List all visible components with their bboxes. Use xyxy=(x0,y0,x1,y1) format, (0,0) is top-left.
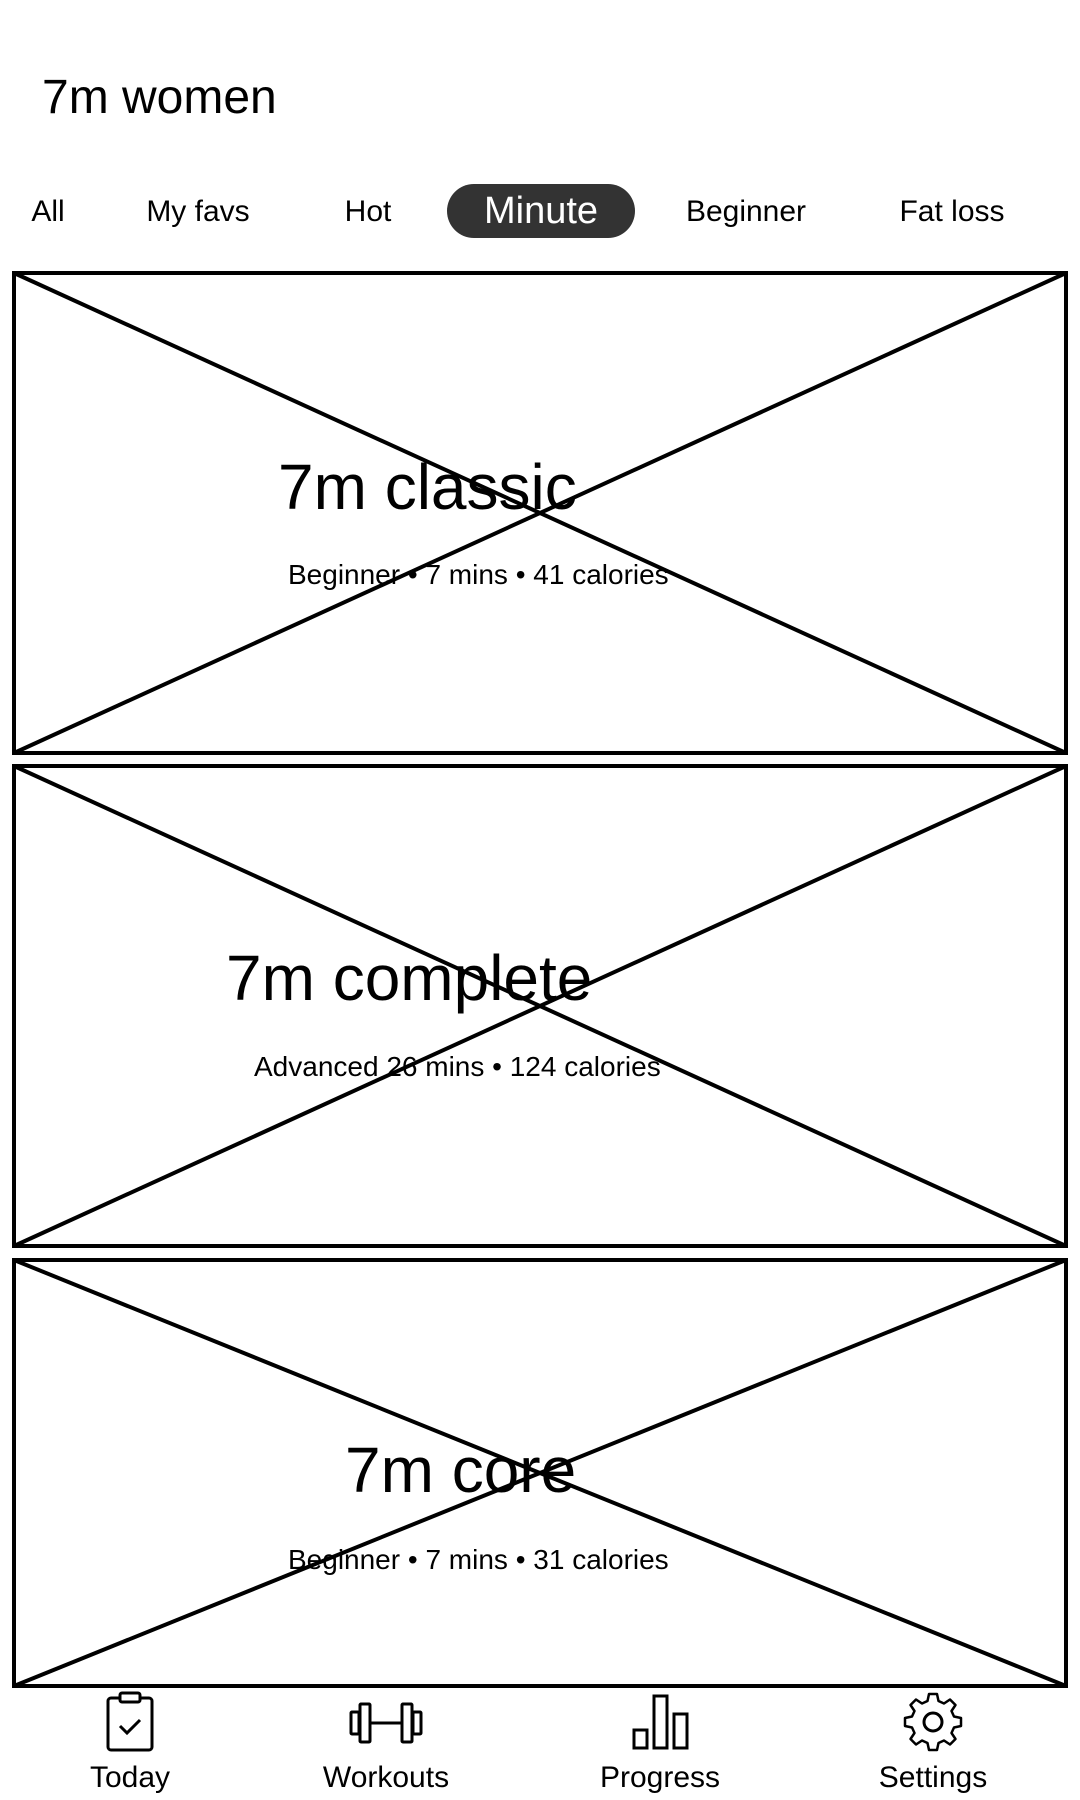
gear-icon xyxy=(903,1692,963,1752)
workout-card-complete[interactable]: 7m complete Advanced 26 mins • 124 calor… xyxy=(12,764,1068,1248)
tab-minute[interactable]: Minute xyxy=(447,184,635,238)
tab-all[interactable]: All xyxy=(31,195,65,228)
nav-item-progress[interactable]: Progress xyxy=(570,1684,750,1800)
nav-item-settings[interactable]: Settings xyxy=(843,1684,1023,1800)
bottom-navigation: Today Workouts Progress Settings xyxy=(0,1684,1080,1800)
nav-label-today: Today xyxy=(89,1761,171,1794)
nav-label-progress: Progress xyxy=(599,1761,721,1794)
bar-chart-icon xyxy=(632,1694,689,1750)
nav-item-today[interactable]: Today xyxy=(40,1684,220,1800)
tab-beginner[interactable]: Beginner xyxy=(685,195,807,228)
image-placeholder xyxy=(12,271,1068,755)
workout-card-core[interactable]: 7m core Beginner • 7 mins • 31 calories xyxy=(12,1258,1068,1688)
workout-card-classic[interactable]: 7m classic Beginner • 7 mins • 41 calori… xyxy=(12,271,1068,755)
workout-meta: Beginner • 7 mins • 31 calories xyxy=(288,1544,669,1575)
clipboard-check-icon xyxy=(106,1691,154,1752)
workout-title: 7m classic xyxy=(278,451,577,523)
tab-hot[interactable]: Hot xyxy=(344,195,392,228)
image-placeholder xyxy=(12,764,1068,1248)
tab-fat-loss[interactable]: Fat loss xyxy=(899,195,1005,228)
workout-meta: Advanced 26 mins • 124 calories xyxy=(254,1051,661,1082)
nav-label-settings: Settings xyxy=(878,1761,988,1794)
nav-item-workouts[interactable]: Workouts xyxy=(296,1684,476,1800)
page-title: 7m women xyxy=(42,71,277,124)
dumbbell-icon xyxy=(349,1702,423,1744)
tab-my-favs[interactable]: My favs xyxy=(146,195,250,228)
workout-title: 7m complete xyxy=(226,942,593,1014)
workout-title: 7m core xyxy=(345,1434,577,1506)
nav-label-workouts: Workouts xyxy=(322,1761,450,1794)
workout-meta: Beginner • 7 mins • 41 calories xyxy=(288,559,669,590)
image-placeholder xyxy=(12,1258,1068,1688)
